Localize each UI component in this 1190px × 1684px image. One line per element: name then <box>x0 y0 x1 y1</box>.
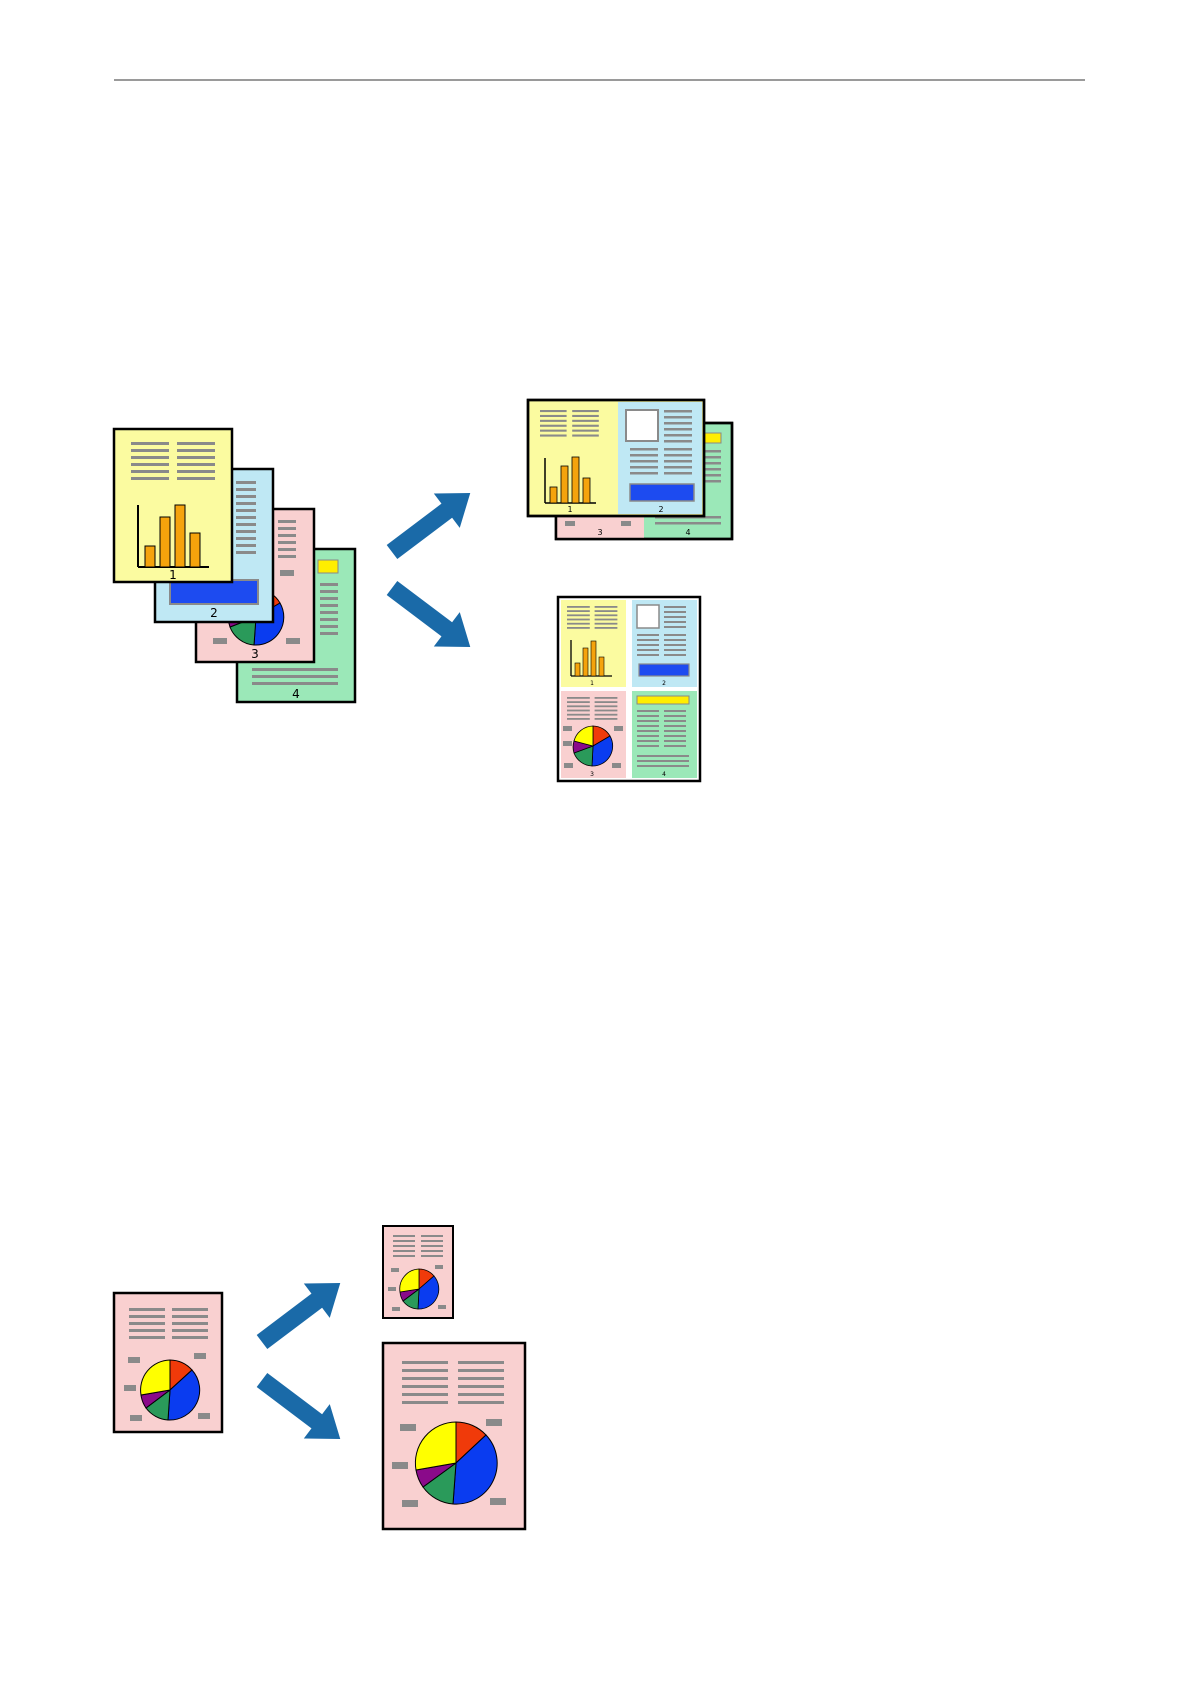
pie-chart-icon <box>400 1269 439 1309</box>
page-number: 4 <box>292 687 300 701</box>
two-up-result: 3 4 1 2 <box>528 400 732 539</box>
arrow-icon <box>249 1266 353 1359</box>
page-number: 4 <box>685 528 690 537</box>
page-number: 1 <box>169 568 177 582</box>
arrow-icon <box>379 571 483 664</box>
arrow-icon <box>379 476 483 569</box>
page-number: 3 <box>590 771 594 778</box>
pie-chart-icon <box>141 1360 200 1420</box>
page-number: 2 <box>658 505 663 514</box>
source-page-1: 1 <box>114 429 232 582</box>
source-stack: 4 3 <box>114 429 355 702</box>
pie-chart-icon <box>415 1422 497 1504</box>
four-up-result: 1 2 3 <box>558 597 700 781</box>
page-number: 2 <box>662 680 666 687</box>
page-number: 1 <box>590 680 594 687</box>
page-number: 2 <box>210 606 218 620</box>
arrow-icon <box>249 1363 353 1456</box>
page-number: 3 <box>597 528 602 537</box>
page-number: 3 <box>251 647 259 661</box>
pie-chart-icon <box>573 726 613 766</box>
scale-source-page <box>114 1293 222 1432</box>
page-number: 1 <box>567 505 572 514</box>
scale-enlarged-page <box>383 1343 525 1529</box>
scale-reduced-page <box>383 1226 453 1318</box>
page-number: 4 <box>662 771 666 778</box>
